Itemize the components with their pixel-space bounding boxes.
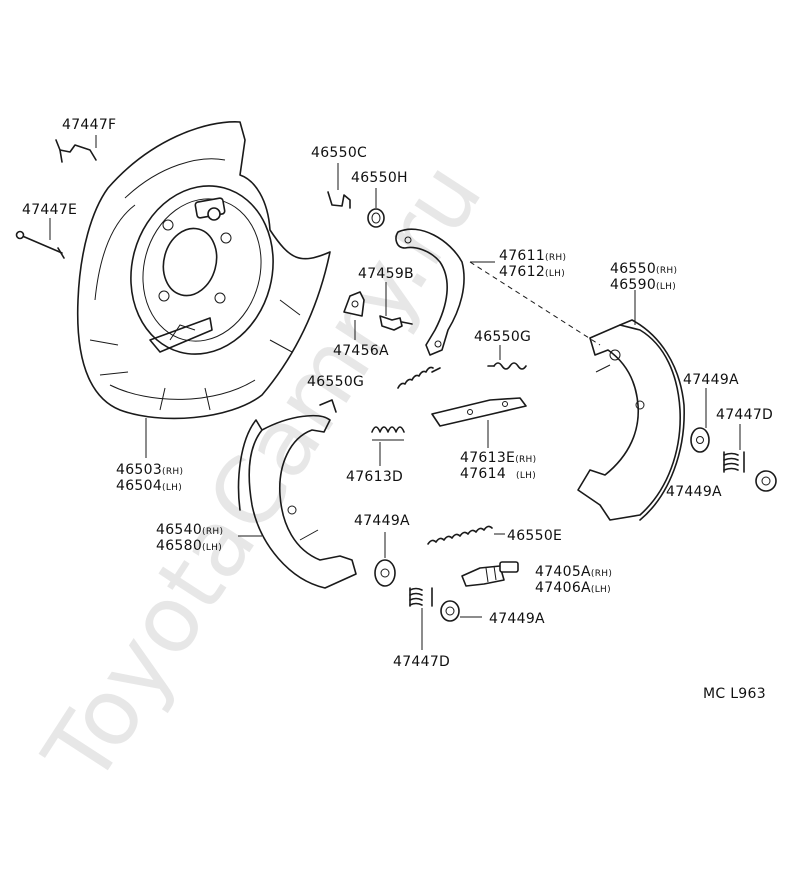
label-47449A-right: 47449A (683, 372, 739, 388)
label-47449A-bottom: 47449A (489, 611, 545, 627)
label-47612: 47612(LH) (499, 264, 565, 280)
label-46590: 46590(LH) (610, 277, 676, 293)
spring-47447D-bottom-drawing (409, 587, 433, 607)
label-46580: 46580(LH) (156, 538, 222, 554)
label-46503: 46503(RH) (116, 462, 183, 478)
label-46550C: 46550C (311, 145, 367, 161)
label-47456A: 47456A (333, 343, 389, 359)
label-46540: 46540(RH) (156, 522, 223, 538)
label-46550G-left: 46550G (307, 374, 364, 390)
strut-47613E-drawing (431, 397, 527, 427)
spring-46550G-top-drawing (487, 362, 527, 370)
clip-46550C-drawing (327, 191, 351, 209)
plate-47456A-drawing (343, 291, 365, 317)
label-46550H: 46550H (351, 170, 408, 186)
label-47447E: 47447E (22, 202, 77, 218)
watermark-text: ToyotaCamry.ru (23, 144, 503, 803)
pin-47447E-drawing (15, 230, 65, 259)
cup-47449A-right-drawing (690, 427, 710, 453)
shoe-46540-drawing (237, 399, 357, 589)
label-47447F: 47447F (62, 117, 116, 133)
label-47449A-mid: 47449A (354, 513, 410, 529)
label-47613D: 47613D (346, 469, 403, 485)
spring-47447D-right-drawing (723, 451, 745, 473)
spring-46550E-drawing (427, 525, 493, 545)
spring-46550G-left-drawing (397, 366, 441, 389)
label-47611: 47611(RH) (499, 248, 566, 264)
clip-47447F-drawing (55, 139, 97, 163)
bolt-47459B-drawing (379, 315, 413, 331)
shoe-46550-drawing (577, 319, 685, 521)
label-47614: 47614(LH) (460, 466, 536, 482)
backing-plate-drawing (76, 121, 331, 420)
label-47405A: 47405A(RH) (535, 564, 612, 580)
label-47459B: 47459B (358, 266, 414, 282)
adjuster-47405A-drawing (461, 561, 519, 587)
label-47447D-right: 47447D (716, 407, 773, 423)
spring-47613D-drawing (371, 426, 405, 441)
diagram-code: MC L963 (703, 686, 766, 702)
label-47447D-bottom: 47447D (393, 654, 450, 670)
label-47449A-right-low: 47449A (666, 484, 722, 500)
label-46550G-top: 46550G (474, 329, 531, 345)
cup-47449A-right-low-drawing (755, 470, 777, 492)
label-46504: 46504(LH) (116, 478, 182, 494)
parking-lever-47611-drawing (395, 228, 465, 356)
label-46550E: 46550E (507, 528, 562, 544)
label-46550: 46550(RH) (610, 261, 677, 277)
label-47406A: 47406A(LH) (535, 580, 611, 596)
washer-46550H-drawing (367, 208, 385, 228)
cup-47449A-bottom-drawing (440, 600, 460, 622)
cup-47449A-mid-drawing (374, 559, 396, 587)
label-47613E: 47613E(RH) (460, 450, 536, 466)
